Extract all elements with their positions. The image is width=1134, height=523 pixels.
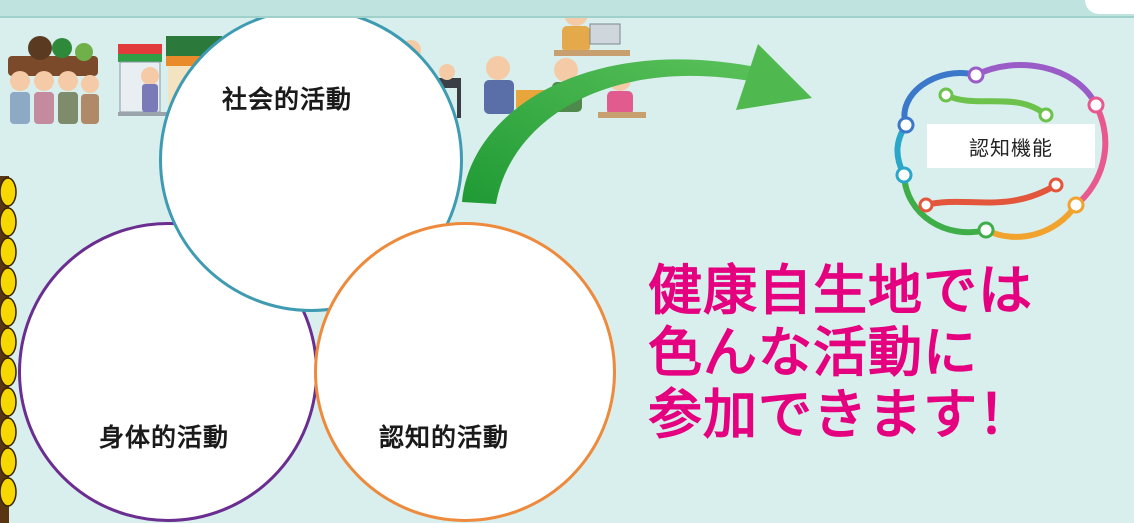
curved-arrow xyxy=(462,44,812,204)
social-activity-label: 社会的活動 xyxy=(222,85,353,114)
elderly-group-icon xyxy=(8,36,99,124)
headline-line-1: 健康自生地では xyxy=(648,259,1033,322)
top-banner xyxy=(0,0,1134,18)
top-banner-corner xyxy=(1085,0,1134,14)
headline: 健康自生地では 色んな活動に 参加できます！ xyxy=(648,260,1033,446)
cognitive-function-label: 認知機能 xyxy=(927,124,1095,168)
cognitive-activity-label: 認知的活動 xyxy=(379,423,510,452)
headline-line-2: 色んな活動に xyxy=(648,321,978,384)
left-decoration xyxy=(0,176,17,523)
brain-network-icon xyxy=(894,62,1109,240)
cognitive-activity-circle xyxy=(314,222,616,522)
physical-activity-label: 身体的活動 xyxy=(99,423,230,452)
headline-line-3: 参加できます！ xyxy=(648,383,1033,446)
